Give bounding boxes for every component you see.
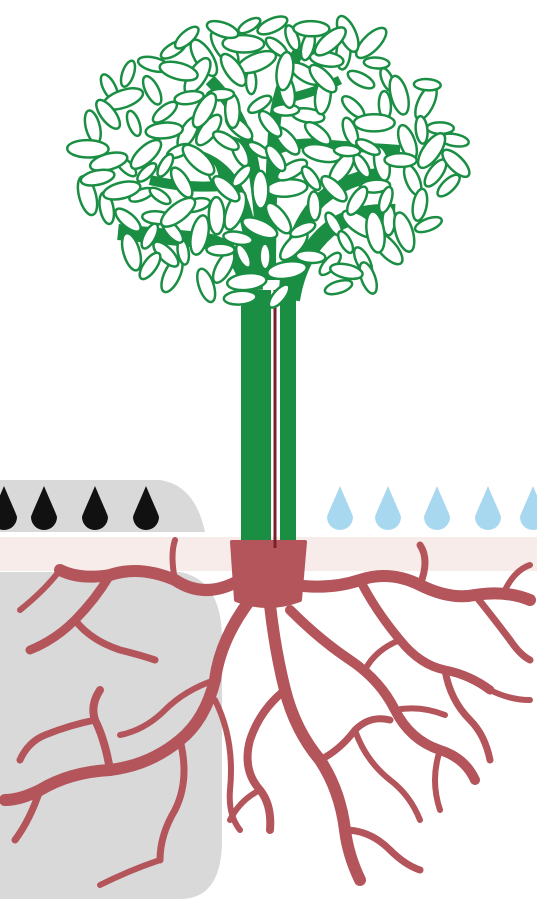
raindrop-blue-icon (327, 486, 353, 530)
root-center-b2 (320, 719, 390, 760)
leaf-icon (414, 78, 441, 91)
root-right-b5 (365, 640, 400, 670)
root-right-down-b2 (435, 750, 440, 810)
leaf-icon (345, 67, 377, 91)
leaf-icon (308, 191, 321, 220)
root-base (232, 542, 305, 606)
leaf-icon (354, 114, 395, 131)
leaf-icon (414, 116, 428, 145)
leaf-icon (124, 109, 143, 137)
leaf-icon (293, 21, 329, 37)
root-center-b5 (355, 730, 420, 820)
leaf-icon (158, 58, 200, 84)
trunk-right (280, 290, 296, 540)
raindrop-blue-icon (475, 486, 501, 530)
leaf-icon (334, 144, 361, 156)
root-center-b1 (248, 690, 285, 830)
leaf-icon (363, 57, 389, 70)
root-right-main (295, 576, 530, 600)
raindrop-blue-icon (520, 486, 537, 530)
leaf-icon (139, 74, 165, 108)
raindrop-blue-icon (424, 486, 450, 530)
root-right-b3 (475, 595, 530, 660)
leaf-icon (252, 171, 268, 209)
leaf-icon (323, 277, 353, 297)
trunk (241, 290, 296, 548)
root-left-branch-4 (173, 540, 176, 580)
root-center-b4 (230, 790, 260, 820)
leaf-icon (259, 244, 270, 270)
trunk-left (241, 290, 271, 540)
leaf-icon (118, 59, 138, 88)
leaf-icon (67, 140, 109, 158)
root-right-far (490, 690, 530, 700)
blue-drops-group (327, 486, 537, 530)
leaf-icon (384, 153, 416, 167)
raindrop-blue-icon (375, 486, 401, 530)
leaf-icon (335, 229, 356, 255)
leaf-icon (206, 243, 234, 255)
